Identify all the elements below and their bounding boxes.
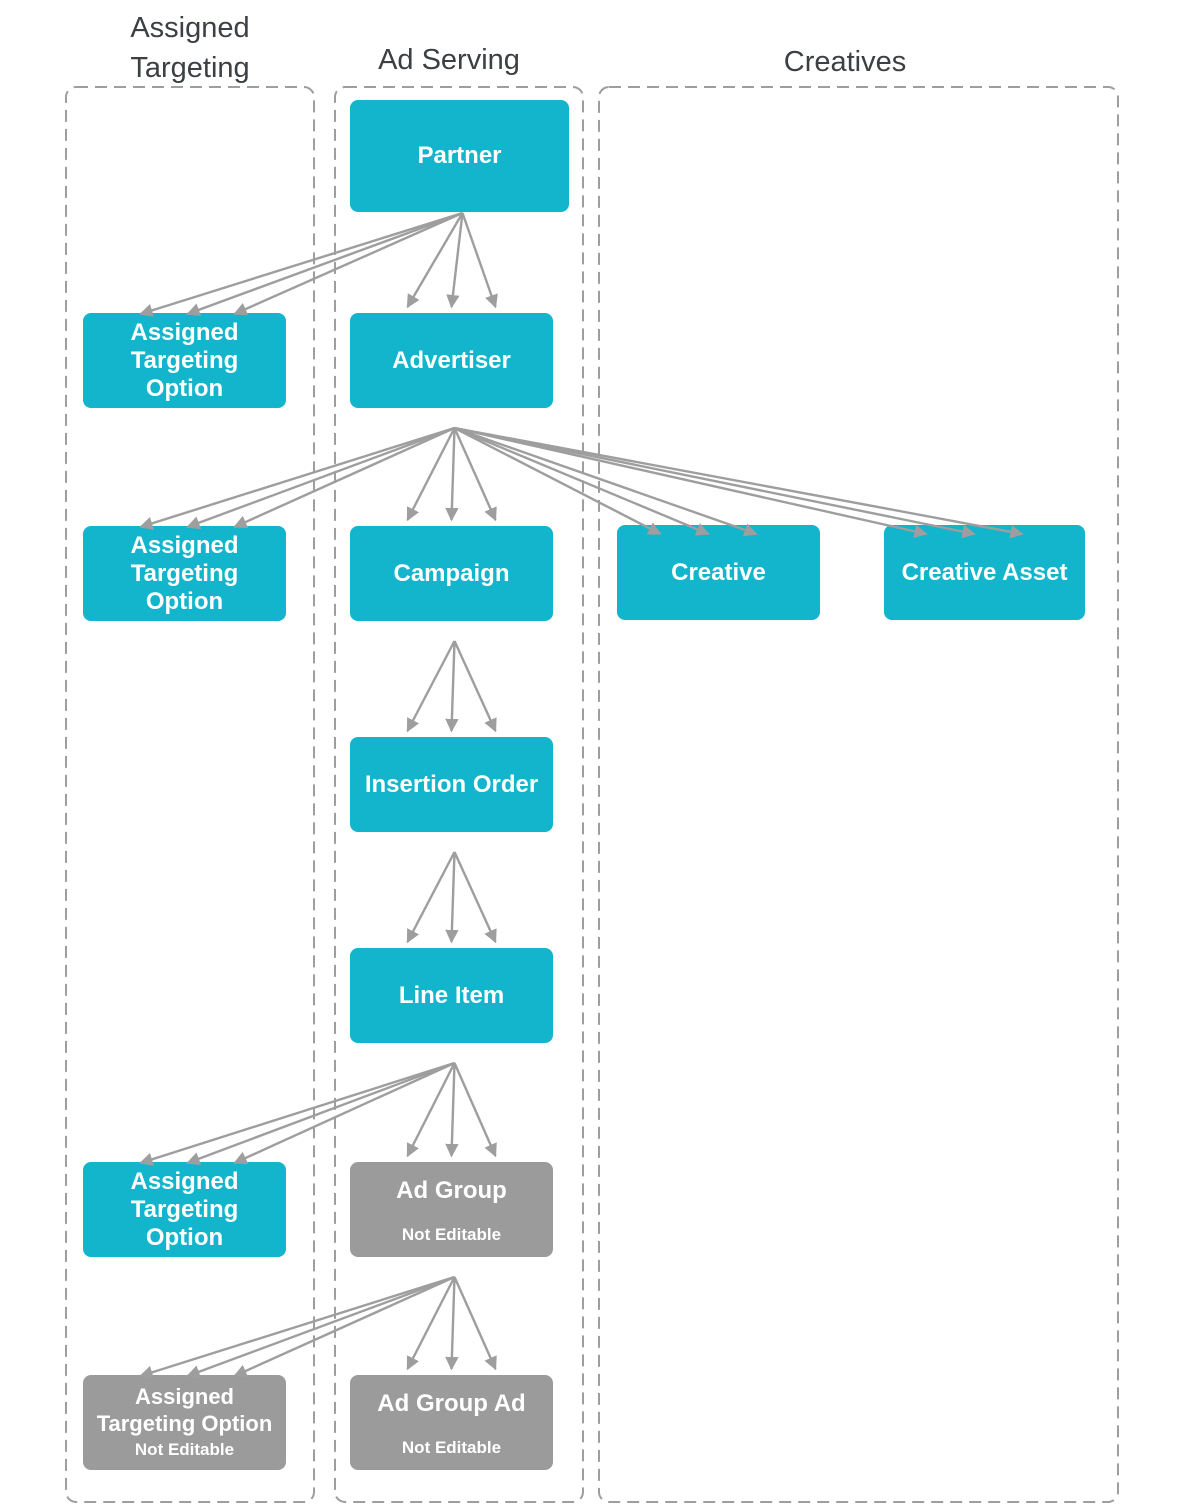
node-insertion-order: Insertion Order: [350, 737, 553, 832]
edge-line: [446, 212, 464, 309]
edge-ad_group-to-ad_group_ad: [406, 1276, 497, 1371]
edge-line: [454, 426, 976, 539]
edge-line: [186, 1061, 455, 1166]
edge-line: [445, 427, 459, 522]
edge-partner-to-assigned_targeting_option_1: [139, 211, 463, 317]
edge-line: [406, 1062, 456, 1158]
edge-line: [186, 426, 455, 530]
column-header-assigned-targeting: Assigned Targeting: [130, 12, 250, 84]
node-ad-group-ad: Ad Group Ad Not Editable: [350, 1375, 553, 1470]
edge-line: [406, 212, 464, 309]
edge-line: [186, 1275, 455, 1379]
node-ad-group-status: Not Editable: [401, 1225, 502, 1244]
column-creatives: [598, 86, 1119, 1503]
edge-line: [406, 851, 456, 944]
node-line-item-label: Line Item: [398, 981, 505, 1009]
edge-line_item-to-assigned_targeting_option_3: [139, 1061, 455, 1166]
edge-line: [406, 1276, 456, 1371]
edge-advertiser-to-assigned_targeting_option_2: [139, 426, 455, 530]
edge-insertion_order-to-line_item: [406, 851, 497, 944]
edge-line: [445, 851, 459, 944]
edge-line: [453, 1276, 497, 1371]
column-header-ad-serving: Ad Serving: [378, 44, 520, 76]
edge-line: [406, 640, 456, 733]
edge-line: [139, 1275, 455, 1379]
edge-line: [445, 640, 459, 733]
node-campaign-label: Campaign: [393, 559, 510, 587]
node-ad-group-label: Ad Group: [396, 1177, 507, 1204]
edge-line: [233, 1061, 455, 1165]
edge-line: [453, 427, 497, 522]
edge-line: [445, 1276, 459, 1371]
node-assigned-targeting-option-4-status: Not Editable: [134, 1440, 235, 1459]
edge-ad_group-to-assigned_targeting_option_4: [139, 1275, 455, 1379]
column-ad-serving: [334, 86, 584, 1503]
edge-line: [139, 211, 463, 317]
edge-line: [139, 426, 455, 530]
edge-line: [461, 212, 498, 309]
column-assigned-targeting: [65, 86, 315, 1503]
edge-line: [406, 427, 456, 522]
edge-line: [186, 211, 463, 317]
edge-line: [454, 426, 710, 536]
edge-advertiser-to-campaign: [406, 427, 497, 522]
edge-line: [453, 851, 497, 944]
node-partner: Partner: [350, 100, 569, 212]
edge-line: [454, 426, 758, 537]
edge-line_item-to-ad_group: [406, 1062, 497, 1158]
edge-line: [233, 1275, 455, 1378]
edge-line: [139, 1061, 455, 1166]
edge-line: [453, 1062, 497, 1158]
edge-line: [454, 426, 928, 538]
column-header-creatives: Creatives: [783, 46, 907, 78]
edge-line: [453, 640, 497, 733]
edge-line: [233, 211, 463, 316]
node-assigned-targeting-option-2-label: Assigned Targeting Option: [130, 531, 239, 615]
edge-line: [233, 426, 455, 529]
node-ad-group-ad-label: Ad Group Ad: [377, 1390, 526, 1417]
node-creative-asset-label: Creative Asset: [901, 558, 1068, 586]
node-insertion-order-label: Insertion Order: [364, 770, 539, 798]
node-assigned-targeting-option-4: Assigned Targeting Option Not Editable: [83, 1375, 286, 1470]
edges-layer: [139, 211, 1024, 1379]
edge-line: [445, 1062, 459, 1158]
edge-partner-to-advertiser: [406, 212, 498, 309]
edge-advertiser-to-creative_asset: [454, 426, 1024, 539]
node-assigned-targeting-option-4-label: Assigned Targeting Option: [96, 1384, 273, 1436]
edge-line: [453, 426, 662, 536]
node-assigned-targeting-option-1-label: Assigned Targeting Option: [130, 318, 239, 402]
node-creative-label: Creative: [671, 558, 766, 586]
node-assigned-targeting-option-1: Assigned Targeting Option: [83, 313, 286, 408]
edge-advertiser-to-creative: [453, 426, 758, 537]
node-creative-asset: Creative Asset: [884, 525, 1085, 620]
node-ad-group-ad-status: Not Editable: [401, 1438, 502, 1457]
node-assigned-targeting-option-3-label: Assigned Targeting Option: [130, 1167, 239, 1251]
node-assigned-targeting-option-3: Assigned Targeting Option: [83, 1162, 286, 1257]
node-ad-group: Ad Group Not Editable: [350, 1162, 553, 1257]
node-assigned-targeting-option-2: Assigned Targeting Option: [83, 526, 286, 621]
node-campaign: Campaign: [350, 526, 553, 621]
node-line-item: Line Item: [350, 948, 553, 1043]
edge-campaign-to-insertion_order: [406, 640, 497, 733]
edge-line: [454, 426, 1024, 539]
node-advertiser-label: Advertiser: [392, 346, 511, 374]
node-advertiser: Advertiser: [350, 313, 553, 408]
node-partner-label: Partner: [417, 142, 502, 169]
node-creative: Creative: [617, 525, 820, 620]
